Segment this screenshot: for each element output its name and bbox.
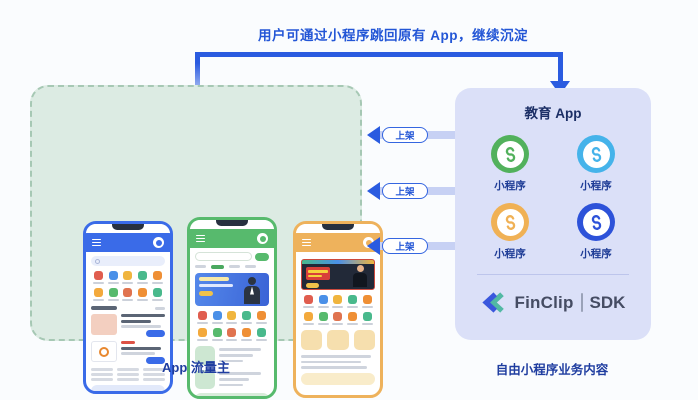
feed-card <box>91 341 165 364</box>
miniprogram-grid: 小程序 小程序 小程序 <box>469 135 637 261</box>
phone-status-area <box>190 220 274 229</box>
return-arrow-horizontal <box>195 52 563 57</box>
miniprogram-label: 小程序 <box>580 248 612 260</box>
miniprogram-item: 小程序 <box>555 135 637 193</box>
app-traffic-group <box>30 85 383 399</box>
card-button <box>146 330 165 337</box>
finclip-logo-icon <box>481 292 504 313</box>
shelf-arrow-label: 上架 <box>382 237 428 254</box>
phone-status-area <box>86 224 170 233</box>
phone-header <box>190 229 274 248</box>
phone-content <box>190 248 274 396</box>
return-arrow-left-fade <box>195 52 200 108</box>
miniprogram-item: 小程序 <box>555 203 637 261</box>
menu-icon <box>302 237 311 248</box>
phone-content <box>86 252 170 391</box>
shelf-arrow: 上架 <box>367 126 456 144</box>
panel-title: 教育 App <box>524 106 582 121</box>
arrow-left-head-icon <box>367 182 380 200</box>
section-header <box>91 306 165 310</box>
app-icon-grid <box>195 310 269 341</box>
product-cards <box>301 330 375 350</box>
traffic-group-caption: App 流量主 <box>162 360 230 375</box>
phone-status-area <box>296 224 380 233</box>
phone-header <box>86 233 170 252</box>
card-thumbnail <box>91 341 117 362</box>
footer-links <box>91 368 165 381</box>
card-thumbnail <box>91 314 117 335</box>
miniprogram-label: 小程序 <box>494 248 526 260</box>
miniprogram-item: 小程序 <box>469 135 551 193</box>
search-button <box>255 252 269 261</box>
course-list-item <box>195 369 269 389</box>
search-input <box>195 252 269 261</box>
brand-name: FinClip <box>514 292 574 312</box>
panel-caption: 自由小程序业务内容 <box>495 363 609 377</box>
search-input <box>91 256 165 266</box>
menu-icon <box>92 237 101 248</box>
card-button <box>146 357 165 364</box>
search-icon <box>95 258 100 264</box>
avatar <box>153 237 164 248</box>
arrow-left-head-icon <box>367 237 380 255</box>
banner-button <box>306 283 319 288</box>
promo-banner <box>195 272 269 306</box>
miniprogram-icon <box>491 135 529 173</box>
finclip-sdk-brand: FinClip SDK <box>481 289 626 316</box>
category-tabs <box>195 265 269 269</box>
text-lines <box>301 355 375 369</box>
miniprogram-icon <box>491 203 529 241</box>
phone-mockup-green <box>187 217 277 399</box>
banner-button <box>199 290 213 296</box>
return-flow-note: 用户可通过小程序跳回原有 App，继续沉淀 <box>258 28 528 43</box>
return-arrow-right-segment <box>558 52 563 82</box>
presenter-figure <box>352 265 368 287</box>
miniprogram-icon <box>577 203 615 241</box>
menu-icon <box>196 233 205 244</box>
shelf-arrow-label: 上架 <box>382 182 428 199</box>
feed-card <box>91 314 165 337</box>
app-icon-grid <box>301 295 375 325</box>
course-list-item <box>195 345 269 365</box>
bottom-bar <box>301 372 375 385</box>
phone-content <box>296 252 380 389</box>
shelf-arrow: 上架 <box>367 237 456 255</box>
presenter-figure <box>243 276 261 306</box>
shelf-arrow: 上架 <box>367 182 456 200</box>
panel-divider <box>477 274 629 275</box>
bottom-bar <box>195 392 269 396</box>
brand-divider <box>580 293 583 312</box>
arrow-left-head-icon <box>367 126 380 144</box>
app-icon-grid <box>91 271 165 301</box>
miniprogram-item: 小程序 <box>469 203 551 261</box>
miniprogram-label: 小程序 <box>580 180 612 192</box>
brand-suffix: SDK <box>589 292 626 312</box>
phone-notch <box>322 224 354 230</box>
phone-notch <box>216 220 248 226</box>
education-app-panel: 教育 App 小程序 小程序 <box>455 88 651 340</box>
avatar <box>257 233 268 244</box>
phone-mockup-blue <box>83 221 173 394</box>
miniprogram-label: 小程序 <box>494 180 526 192</box>
phone-notch <box>112 224 144 230</box>
promo-banner <box>301 259 375 290</box>
bottom-bar <box>91 384 165 391</box>
shelf-arrow-label: 上架 <box>382 126 428 143</box>
miniprogram-icon <box>577 135 615 173</box>
